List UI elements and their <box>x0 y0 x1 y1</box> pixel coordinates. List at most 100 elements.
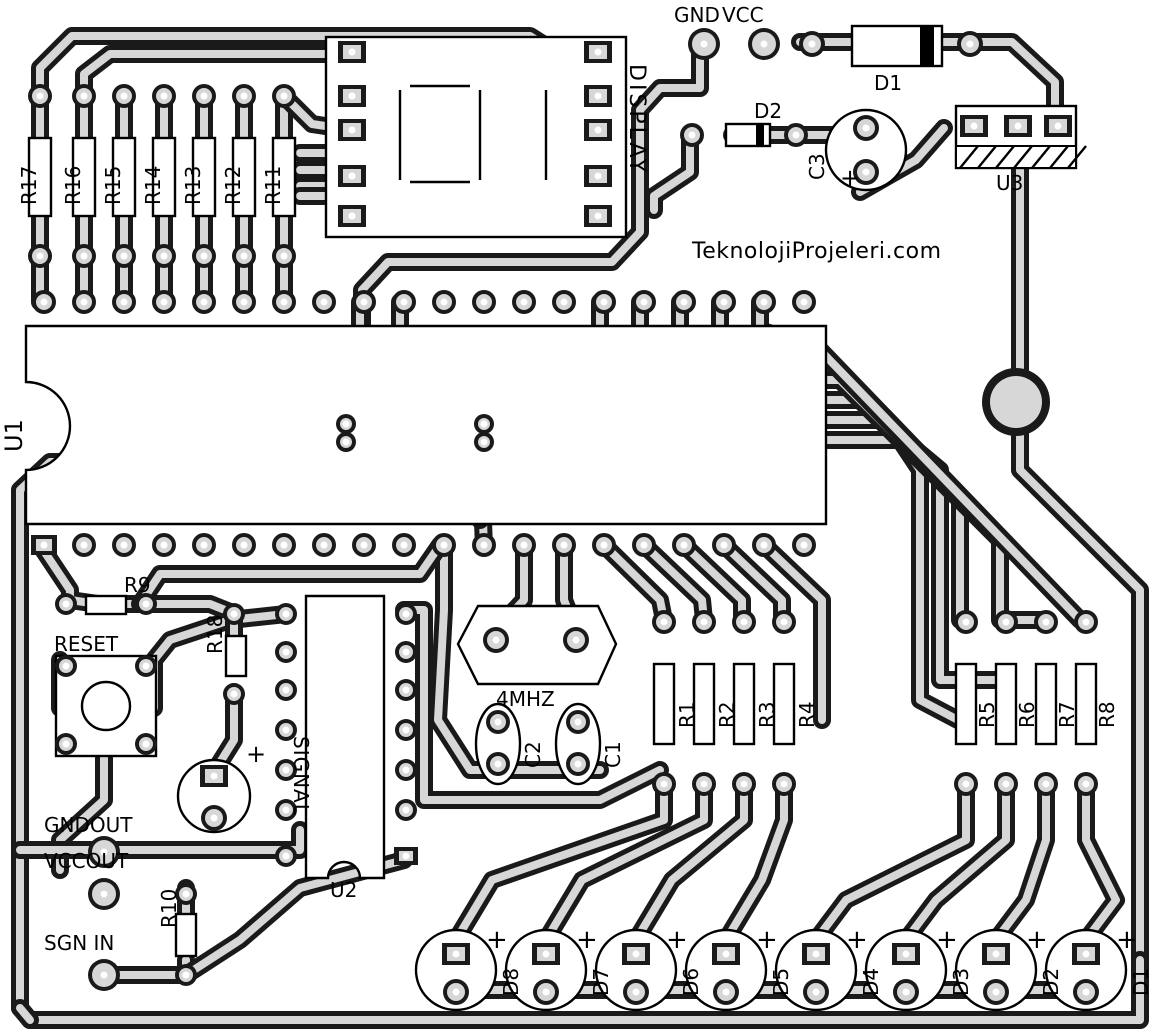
r18-body <box>224 634 248 678</box>
pad-disp-r <box>584 205 612 227</box>
sgn-in-label: SGN IN <box>44 931 114 955</box>
pad-disp-r <box>584 165 612 187</box>
pad-sw <box>55 733 77 755</box>
pad-rtop-b <box>232 244 256 268</box>
d1-label: D1 <box>874 71 902 95</box>
pad-disp-l <box>338 165 366 187</box>
mcu-pin-top <box>72 290 96 314</box>
pad-rtop-a <box>112 84 136 108</box>
display-label: DISPLAY <box>624 64 649 175</box>
pad-u3 <box>1004 115 1032 137</box>
led-trace-b1-core <box>902 780 1010 944</box>
led-body-5 <box>864 928 948 1012</box>
pad-c3-a <box>853 115 879 141</box>
pad-sw <box>135 733 157 755</box>
pad-u3 <box>1044 115 1072 137</box>
pad-r18-b <box>223 683 245 705</box>
pad-rtop-b <box>272 244 296 268</box>
brand-text: TeknolojiProjeleri.com <box>691 239 942 264</box>
u2-pin-r <box>394 847 418 865</box>
signal-led-body <box>176 758 252 834</box>
pad-disp-r <box>584 41 612 63</box>
mcu-pin-top <box>312 290 336 314</box>
seven-segment-silk <box>398 84 548 184</box>
resistor-body-top-2 <box>111 136 137 218</box>
pad-led-b <box>443 979 469 1005</box>
r9-label: R9 <box>124 573 151 597</box>
resistor-label-top-3: R14 <box>141 166 165 205</box>
pad-rmid-b <box>772 772 796 796</box>
mcu-pin-bottom <box>432 533 456 557</box>
pad-xtal-b <box>563 627 589 653</box>
pad-c1-b <box>566 752 590 776</box>
mcu-pin-bottom <box>792 533 816 557</box>
led-label-5: D3 <box>949 968 973 996</box>
pad-r18-a <box>223 603 245 625</box>
mcu-pin-bottom <box>72 533 96 557</box>
c3-body <box>824 108 908 192</box>
gnd-connector <box>688 28 720 60</box>
components <box>24 24 1128 1012</box>
pad-rright-a <box>954 610 978 634</box>
c3-label: C3 <box>805 153 829 180</box>
gnd-label: GND <box>674 3 720 27</box>
vccout-label: VCCOUT <box>44 849 129 873</box>
mcu-pin-bottom <box>232 533 256 557</box>
led-body-0 <box>414 928 498 1012</box>
resistor-label-mid-1: R2 <box>715 701 739 728</box>
led-trace-a3-core <box>722 780 788 944</box>
led-polarity-c3: + <box>840 164 860 192</box>
resistor-body-mid-2 <box>732 662 756 746</box>
pad-led-a <box>892 943 920 965</box>
resistor-label-top-5: R12 <box>221 166 245 205</box>
mcu-pin-top <box>112 290 136 314</box>
pad-sw <box>135 655 157 677</box>
pad-rright-b <box>1034 772 1058 796</box>
u2-pin-r <box>395 603 417 625</box>
resistor-label-right-3: R8 <box>1095 701 1119 728</box>
pad-c2-a <box>486 710 510 734</box>
pad-led-b <box>893 979 919 1005</box>
reset-label: RESET <box>54 632 119 656</box>
resistor-label-top-2: R15 <box>101 166 125 205</box>
mcu-pin-top <box>632 290 656 314</box>
reset-trace-core <box>136 541 444 608</box>
mcu-pin-top <box>712 290 736 314</box>
pad-u3 <box>960 115 988 137</box>
pad-led-b <box>533 979 559 1005</box>
labels: TeknolojiProjeleri.com U1 U3 U2 DISPLAY … <box>0 3 1153 996</box>
resistor-label-mid-3: R4 <box>795 701 819 728</box>
resistor-label-top-1: R16 <box>61 166 85 205</box>
resistor-label-top-6: R11 <box>261 166 285 205</box>
mcu-pin-top <box>552 290 576 314</box>
resistor-body-right-3 <box>1074 662 1098 746</box>
d2-band <box>756 124 764 146</box>
pad-r10-b <box>175 964 197 986</box>
pad-sw <box>55 655 77 677</box>
pad-rtop-a <box>272 84 296 108</box>
pad-c1-a <box>566 710 590 734</box>
resistor-label-mid-0: R1 <box>675 701 699 728</box>
mcu-pin-bottom <box>112 533 136 557</box>
resistor-label-right-2: R7 <box>1055 701 1079 728</box>
pad-led-a <box>1072 943 1100 965</box>
led-body-6 <box>954 928 1038 1012</box>
pad-led-b <box>623 979 649 1005</box>
mcu-pin-bottom <box>632 533 656 557</box>
resistor-body-top-0 <box>27 136 53 218</box>
mcu-bottom-trace-4-core <box>760 541 826 724</box>
mcu-pin-bottom <box>192 533 216 557</box>
pad-disp-l <box>338 85 366 107</box>
pad-c3-b <box>853 159 879 185</box>
c1-label: C1 <box>601 741 625 768</box>
gndout-label: GNDOUT <box>44 813 133 837</box>
pad-rtop-b <box>152 244 176 268</box>
resistor-label-top-4: R13 <box>181 166 205 205</box>
gndout-connector <box>88 836 120 868</box>
pad-rright-a <box>1074 610 1098 634</box>
led-plus-3: + <box>756 925 778 955</box>
resistor-body-right-2 <box>1034 662 1058 746</box>
led-label-1: D7 <box>589 968 613 996</box>
d2-left-trace-core <box>650 131 694 214</box>
